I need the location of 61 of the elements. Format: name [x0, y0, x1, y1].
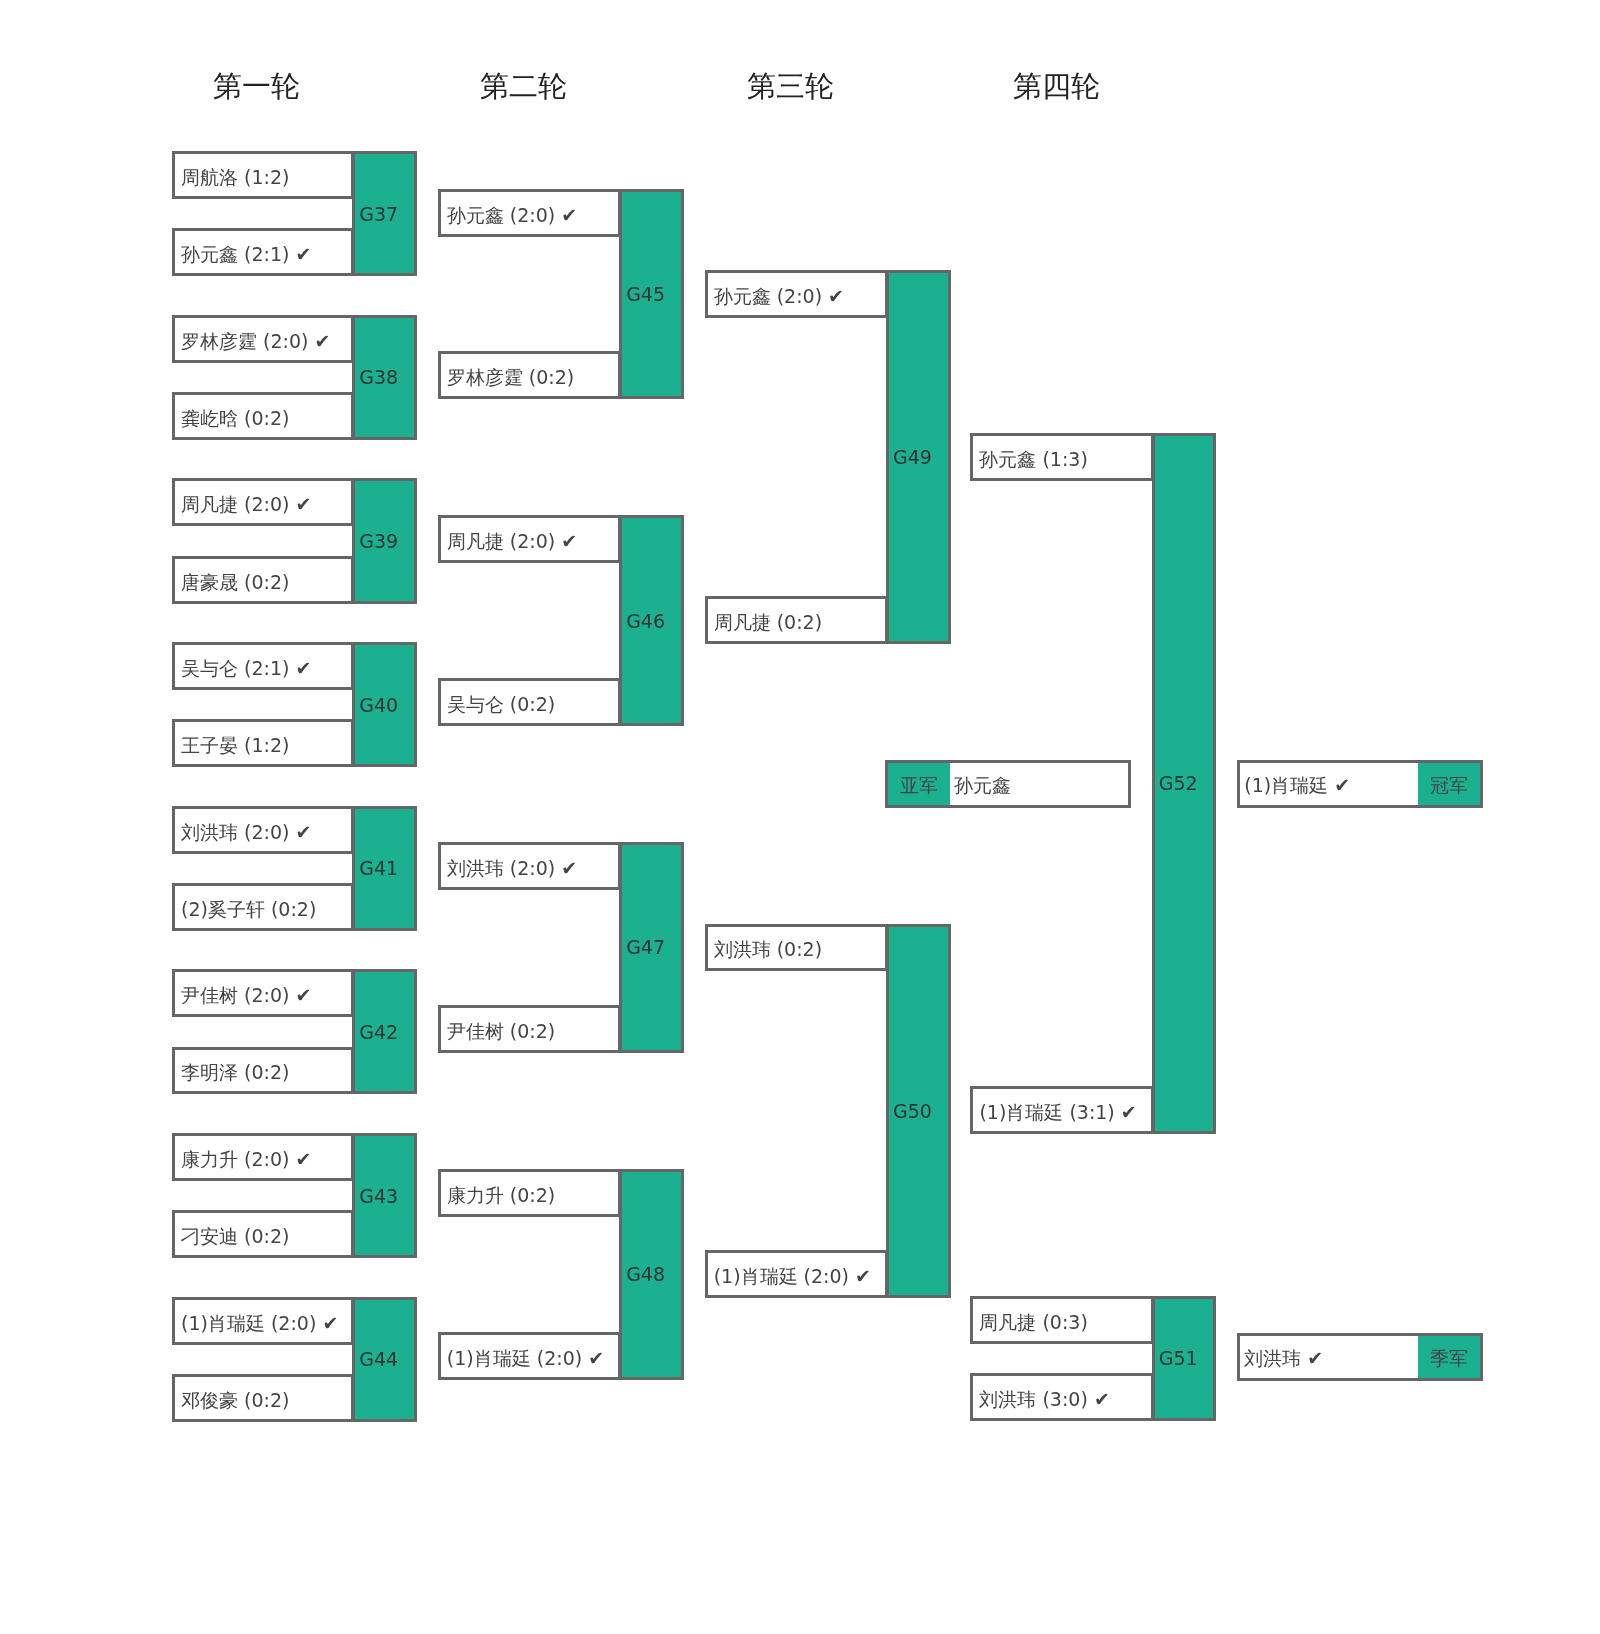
player-slot: 康力升 (0:2): [437, 1169, 622, 1217]
match-box: G51: [1151, 1295, 1217, 1421]
match-box: G50: [886, 923, 951, 1298]
result-box: [1237, 1333, 1484, 1382]
match-box: G40: [352, 642, 417, 768]
player-slot: 吴与仑 (2:1) ✔: [172, 642, 355, 690]
player-name: 孙元鑫: [952, 772, 1012, 798]
player-slot: 周凡捷 (2:0) ✔: [437, 515, 622, 564]
player-slot: 尹佳树 (0:2): [437, 1004, 622, 1053]
player-slot: (1)肖瑞廷 (3:1) ✔: [970, 1086, 1154, 1135]
match-box: G45: [619, 188, 684, 400]
player-slot: (1)肖瑞廷 (2:0) ✔: [704, 1249, 889, 1298]
player-slot: 周凡捷 (0:3): [970, 1295, 1154, 1344]
player-slot: (2)奚子轩 (0:2): [172, 882, 355, 931]
match-box: G41: [352, 805, 417, 931]
player-slot: 邓俊豪 (0:2): [172, 1373, 355, 1422]
place-label: 亚军: [887, 762, 950, 805]
round-heading: 第三轮: [746, 67, 834, 105]
player-slot: (1)肖瑞廷 (2:0) ✔: [437, 1331, 622, 1380]
match-box: G47: [619, 842, 684, 1053]
match-box: G46: [619, 515, 684, 726]
round-heading: 第四轮: [1013, 67, 1101, 105]
player-slot: 罗林彦霆 (0:2): [437, 351, 622, 400]
place-label: 季军: [1418, 1336, 1481, 1379]
player-slot: (1)肖瑞廷 (2:0) ✔: [172, 1296, 355, 1345]
place-label: 冠军: [1418, 762, 1481, 805]
player-slot: 尹佳树 (2:0) ✔: [172, 969, 355, 1018]
result-box: [884, 759, 1131, 808]
match-box: G49: [886, 269, 951, 645]
player-slot: 孙元鑫 (2:1) ✔: [172, 228, 355, 277]
player-slot: 周凡捷 (2:0) ✔: [172, 478, 355, 527]
player-slot: 王子晏 (1:2): [172, 719, 355, 768]
player-name: (1)肖瑞廷 ✔: [1243, 772, 1352, 798]
player-slot: 刘洪玮 (3:0) ✔: [970, 1372, 1154, 1421]
player-slot: 唐豪晟 (0:2): [172, 555, 355, 604]
match-box: G39: [352, 478, 417, 604]
player-slot: 刘洪玮 (2:0) ✔: [172, 805, 355, 854]
result-box: [1237, 759, 1484, 808]
round-heading: 第一轮: [212, 67, 300, 105]
match-box: G43: [352, 1133, 417, 1259]
player-slot: 孙元鑫 (1:3): [970, 432, 1154, 481]
player-slot: 吴与仑 (0:2): [437, 678, 622, 726]
player-slot: 刁安迪 (0:2): [172, 1210, 355, 1259]
player-slot: 李明泽 (0:2): [172, 1046, 355, 1095]
player-slot: 周凡捷 (0:2): [704, 596, 889, 645]
match-box: G38: [352, 314, 417, 440]
round-heading: 第二轮: [479, 67, 567, 105]
match-box: G42: [352, 969, 417, 1095]
match-box: G44: [352, 1296, 417, 1422]
player-slot: 周航洛 (1:2): [172, 151, 355, 200]
player-slot: 刘洪玮 (0:2): [704, 923, 889, 972]
player-slot: 刘洪玮 (2:0) ✔: [437, 842, 622, 891]
player-slot: 罗林彦霆 (2:0) ✔: [172, 314, 355, 363]
player-slot: 孙元鑫 (2:0) ✔: [437, 188, 622, 237]
player-slot: 康力升 (2:0) ✔: [172, 1133, 355, 1181]
match-box: G37: [352, 151, 417, 277]
match-box: G52: [1151, 432, 1217, 1135]
player-slot: 龚屹晗 (0:2): [172, 391, 355, 440]
match-box: G48: [619, 1169, 684, 1380]
player-name: 刘洪玮 ✔: [1243, 1346, 1325, 1372]
player-slot: 孙元鑫 (2:0) ✔: [704, 269, 889, 318]
